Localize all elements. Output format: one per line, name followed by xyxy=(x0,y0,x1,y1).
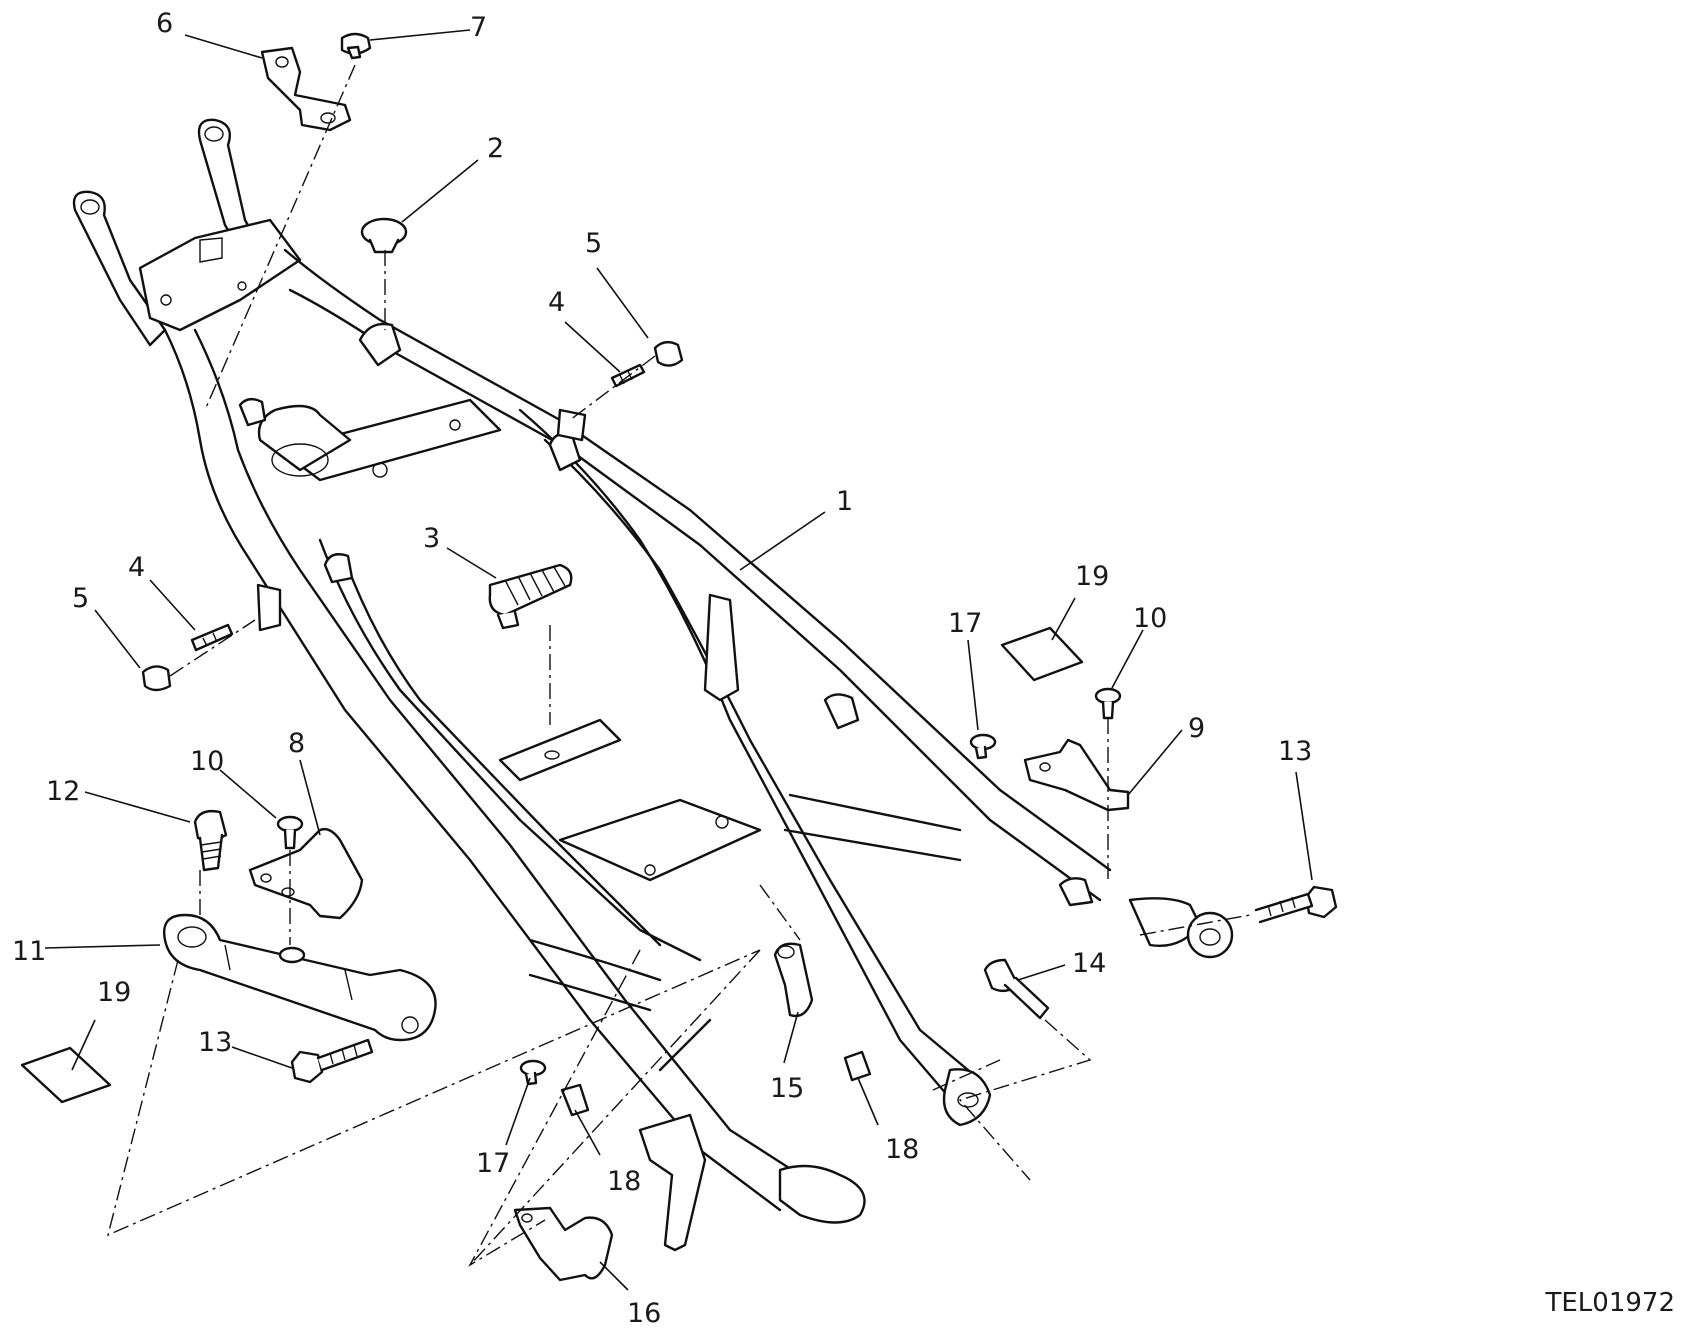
drawing-reference-code: TEL01972 xyxy=(1545,1288,1675,1318)
part-13-bolt-left xyxy=(290,1038,374,1084)
callout-18-left: 18 xyxy=(607,1166,641,1197)
part-14-bolt xyxy=(983,958,1050,1020)
callout-10-left: 10 xyxy=(190,746,224,777)
callout-3: 3 xyxy=(423,523,440,554)
callout-5-upper: 5 xyxy=(585,228,602,259)
part-19-label-left xyxy=(20,1046,112,1104)
callout-15: 15 xyxy=(770,1073,804,1104)
callout-4-upper: 4 xyxy=(548,287,565,318)
part-8-bracket xyxy=(248,827,364,920)
callout-7: 7 xyxy=(470,12,487,43)
lug-top xyxy=(358,322,402,367)
callout-1: 1 xyxy=(836,486,853,517)
callout-18-right: 18 xyxy=(885,1134,919,1165)
callout-19-left: 19 xyxy=(97,977,131,1008)
part-17-screw-left xyxy=(519,1059,547,1086)
callout-8: 8 xyxy=(288,728,305,759)
part-15-clamp xyxy=(773,942,814,1018)
part-13-bolt-right xyxy=(1254,885,1338,924)
callout-2: 2 xyxy=(487,133,504,164)
callout-10-right: 10 xyxy=(1133,603,1167,634)
callout-5-lower: 5 xyxy=(72,583,89,614)
part-7-screw xyxy=(340,32,372,60)
part-9-bracket xyxy=(1023,738,1130,812)
callout-13-right: 13 xyxy=(1278,736,1312,767)
callout-13-left: 13 xyxy=(198,1027,232,1058)
part-10-screw-right xyxy=(1094,687,1122,720)
part-10-screw-left xyxy=(276,815,304,850)
callout-11: 11 xyxy=(12,936,46,967)
lower-side-bracket xyxy=(638,1113,707,1252)
frame-mid-plate xyxy=(498,718,622,782)
part-3-rubber-pad xyxy=(488,563,573,630)
part-18-clip-left xyxy=(560,1083,590,1117)
assembly-axis-lines xyxy=(106,64,1251,1267)
callout-17-left: 17 xyxy=(476,1148,510,1179)
callout-4-lower: 4 xyxy=(128,552,145,583)
callout-numbers: 6 7 2 5 4 1 3 4 5 19 17 10 9 13 8 10 12 … xyxy=(12,8,1312,1329)
part-5-nut-lower xyxy=(141,665,172,692)
frame-mount-ear-left xyxy=(72,190,167,347)
callout-6: 6 xyxy=(156,8,173,39)
part-11-link-arm xyxy=(163,913,437,1042)
part-2-grommet xyxy=(360,217,408,254)
frame-rear-plate xyxy=(558,798,762,882)
rear-subframe xyxy=(72,118,1234,1224)
callout-9: 9 xyxy=(1188,713,1205,744)
frame-top-plate xyxy=(138,218,302,332)
part-12-bolt xyxy=(193,809,228,872)
callout-14: 14 xyxy=(1072,948,1106,979)
frame-front-tray xyxy=(278,398,502,482)
part-16-bracket xyxy=(513,1206,614,1282)
part-4-stud-lower xyxy=(190,623,234,652)
part-17-screw-right xyxy=(969,733,997,760)
part-6-bracket xyxy=(260,46,352,132)
part-19-label-right xyxy=(1000,626,1084,682)
callout-12: 12 xyxy=(46,776,80,807)
callout-leaders xyxy=(44,29,1313,1291)
callout-19-right: 19 xyxy=(1075,561,1109,592)
rear-mount-eye-left xyxy=(778,1164,866,1224)
callout-17-right: 17 xyxy=(948,608,982,639)
part-18-clip-right xyxy=(843,1050,872,1082)
part-5-nut-upper xyxy=(653,340,684,367)
callout-16: 16 xyxy=(627,1298,661,1329)
